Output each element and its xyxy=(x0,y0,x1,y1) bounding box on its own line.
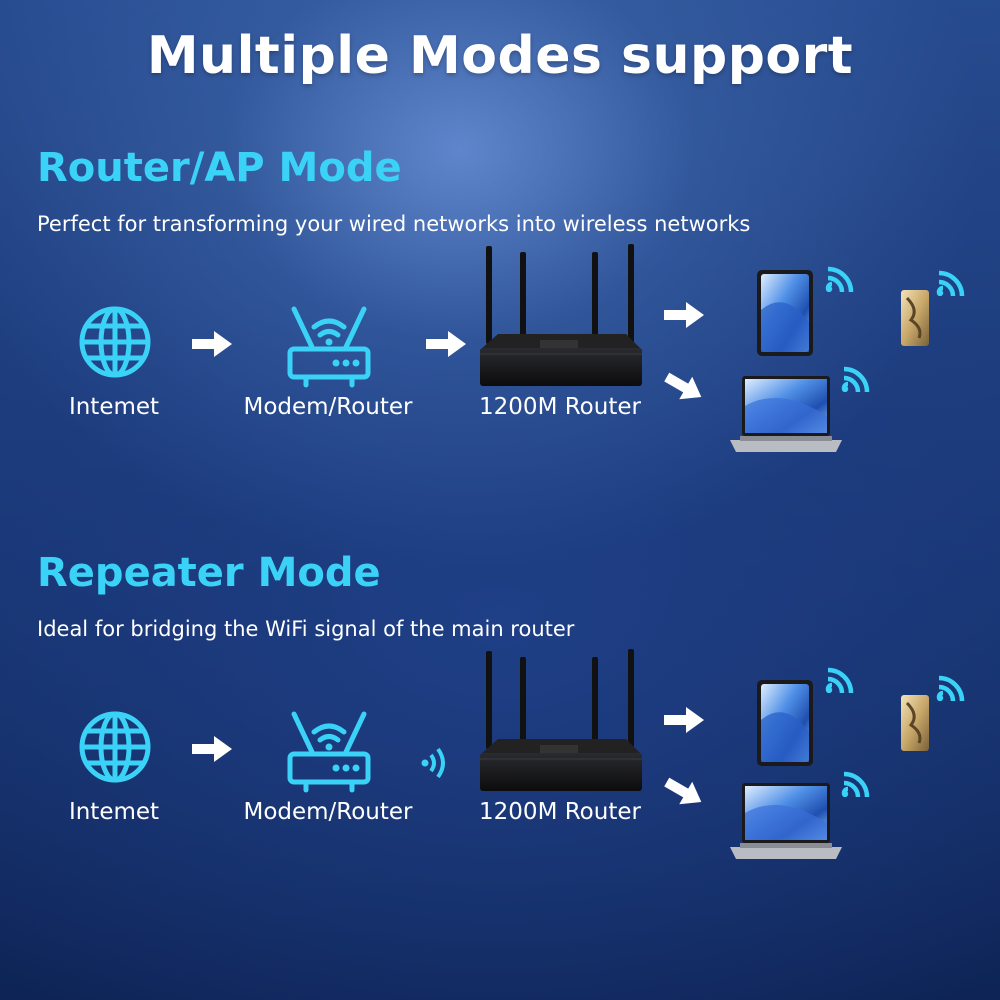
laptop-image xyxy=(730,376,842,456)
tablet-image xyxy=(757,270,813,356)
arrow-right-icon xyxy=(664,302,704,328)
modem-label: Modem/Router xyxy=(243,799,413,825)
arrow-right-icon xyxy=(426,331,466,357)
router-label: 1200M Router xyxy=(479,799,641,825)
mode-heading: Repeater Mode xyxy=(37,550,381,596)
phone-image xyxy=(901,290,929,346)
arrow-down-right-icon xyxy=(664,370,704,404)
internet-label: Intemet xyxy=(68,799,160,825)
page-title: Multiple Modes support xyxy=(146,26,854,86)
router-image xyxy=(476,647,646,793)
phone-image xyxy=(901,695,929,751)
wifi-signal-icon xyxy=(935,266,969,296)
mode-description: Ideal for bridging the WiFi signal of th… xyxy=(37,617,575,641)
arrow-right-icon xyxy=(192,736,232,762)
mode-heading: Router/AP Mode xyxy=(37,145,402,191)
globe-icon xyxy=(78,710,152,784)
laptop-image xyxy=(730,783,842,863)
arrow-right-icon xyxy=(192,331,232,357)
modem-router-icon xyxy=(286,710,372,794)
globe-icon xyxy=(78,305,152,379)
tablet-image xyxy=(757,680,813,766)
wifi-signal-icon xyxy=(840,362,874,392)
wireless-signal-icon xyxy=(420,743,452,783)
wifi-signal-icon xyxy=(935,671,969,701)
modem-router-icon xyxy=(286,305,372,389)
router-label: 1200M Router xyxy=(479,394,641,420)
router-ap-mode-section: Router/AP Mode Perfect for transforming … xyxy=(0,0,1000,452)
modem-label: Modem/Router xyxy=(243,394,413,420)
mode-description: Perfect for transforming your wired netw… xyxy=(37,212,751,236)
repeater-mode-section: Repeater Mode Ideal for bridging the WiF… xyxy=(0,405,1000,859)
arrow-right-icon xyxy=(664,707,704,733)
internet-label: Intemet xyxy=(68,394,160,420)
wifi-signal-icon xyxy=(824,663,858,693)
arrow-down-right-icon xyxy=(664,775,704,809)
wifi-signal-icon xyxy=(840,767,874,797)
router-image xyxy=(476,242,646,388)
wifi-signal-icon xyxy=(824,262,858,292)
